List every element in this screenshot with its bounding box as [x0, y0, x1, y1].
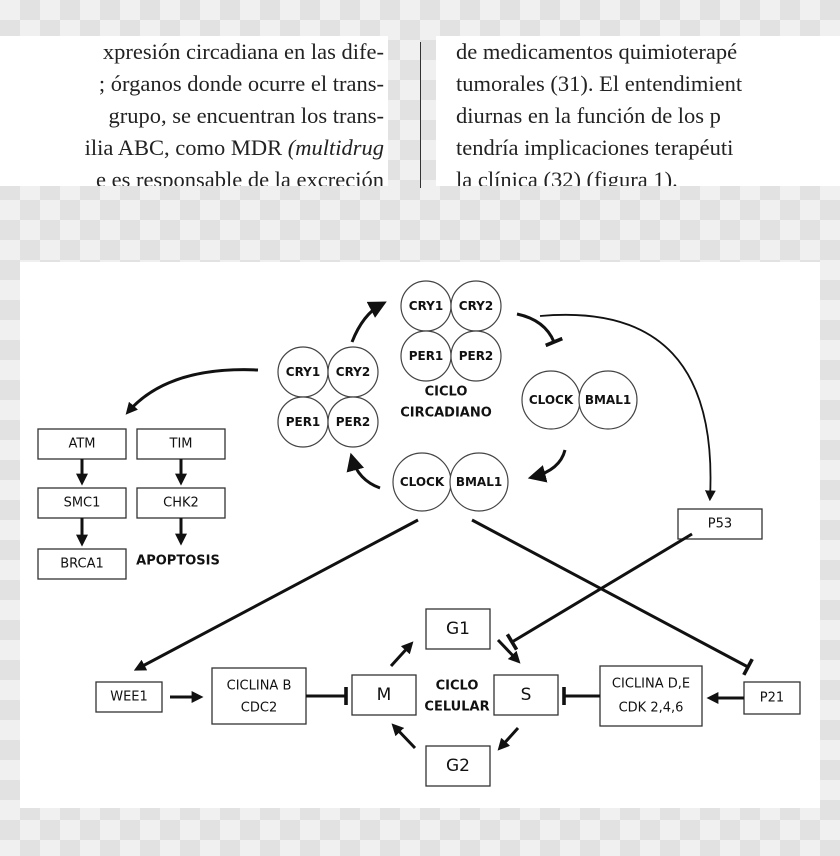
tim-box: TIM: [136, 428, 226, 460]
arrow-g1-to-s: [496, 638, 521, 664]
chk2-box: CHK2: [136, 487, 226, 519]
cry1-label: CRY1: [409, 299, 443, 313]
arrow-m-to-g1: [389, 641, 414, 668]
phase-g1-box: G1: [425, 608, 491, 650]
wee1-box: WEE1: [95, 681, 163, 713]
cycle-arrow-left-to-top: [350, 301, 387, 343]
p53-label: P53: [708, 517, 732, 532]
per2-node: [450, 330, 502, 382]
cycle-arrow-bottom-to-left: [346, 452, 381, 490]
text-line: de medicamentos quimioterapé: [456, 39, 738, 64]
per2-node: [327, 396, 379, 448]
column-divider: [420, 42, 421, 188]
cycle-arrow-right-to-bottom: [527, 449, 567, 483]
italic-term: (multidrug: [287, 135, 384, 160]
smc1-label: SMC1: [64, 496, 101, 511]
per2-label: PER2: [459, 349, 494, 363]
circadian-cycle-title: CIRCADIANO: [400, 406, 492, 421]
text-line: diurnas en la función de los p: [456, 103, 721, 128]
complex-clock-bmal1-bottom: CLOCK BMAL1: [392, 452, 509, 512]
bmal1-label: BMAL1: [585, 393, 631, 407]
wee1-label: WEE1: [110, 690, 148, 705]
ciclina-b-label: CICLINA B: [227, 679, 292, 694]
p21-box: P21: [743, 681, 801, 715]
brca1-box: BRCA1: [37, 548, 127, 580]
cycle-inhibit-top-to-right: [516, 312, 564, 348]
per2-label: PER2: [336, 415, 371, 429]
arrow-to-dna-damage: [125, 368, 259, 415]
atm-box: ATM: [37, 428, 127, 460]
cdc2-label: CDC2: [241, 701, 277, 716]
atm-label: ATM: [68, 437, 95, 452]
text-line: ilia ABC, como MDR (multidrug: [0, 132, 388, 164]
article-column-left: xpresión circadiana en las dife- ; órgan…: [0, 36, 388, 186]
cry1-label: CRY1: [286, 365, 320, 379]
inhibit-to-p21: [471, 518, 754, 676]
clock-label: CLOCK: [400, 475, 445, 489]
text-line: grupo, se encuentran los trans-: [108, 103, 384, 128]
phase-g2-box: G2: [425, 745, 491, 787]
p53-inhibit-line: [505, 532, 693, 651]
clock-label: CLOCK: [529, 393, 574, 407]
phase-s-label: S: [521, 685, 532, 705]
cdk-label: CDK 2,4,6: [619, 701, 684, 716]
cry2-label: CRY2: [336, 365, 370, 379]
cell-cycle-title: CELULAR: [424, 700, 489, 715]
ciclina-de-box: CICLINA D,E CDK 2,4,6: [599, 665, 703, 727]
apoptosis-label: APOPTOSIS: [136, 554, 220, 569]
arrow-to-p53: [539, 314, 716, 502]
article-column-right: de medicamentos quimioterapé tumorales (…: [436, 36, 840, 186]
text-line: la clínica (32) (figura 1).: [456, 167, 678, 186]
cell-cycle-title: CICLO: [436, 679, 479, 694]
circadian-cell-cycle-diagram: CRY1 CRY2 PER1 PER2 CRY1 CRY2 PER1 PER2 …: [37, 280, 801, 787]
text-fragment: ilia ABC, como MDR: [84, 135, 288, 160]
chk2-label: CHK2: [163, 496, 199, 511]
phase-m-label: M: [377, 685, 392, 705]
phase-m-box: M: [351, 674, 417, 716]
brca1-label: BRCA1: [60, 557, 104, 572]
ciclina-b-box: CICLINA B CDC2: [211, 667, 307, 725]
bmal1-node: [578, 370, 638, 430]
circadian-cycle-title: CICLO: [425, 385, 468, 400]
figure-panel: CRY1 CRY2 PER1 PER2 CRY1 CRY2 PER1 PER2 …: [20, 262, 820, 808]
text-line: tumorales (31). El entendimient: [456, 71, 743, 96]
text-line: ; órganos donde ocurre el trans-: [98, 71, 384, 96]
bmal1-label: BMAL1: [456, 475, 502, 489]
arrow-g2-to-m: [391, 723, 417, 750]
arrow-to-wee1: [133, 518, 419, 671]
smc1-box: SMC1: [37, 487, 127, 519]
text-line: tendría implicaciones terapéuti: [456, 135, 734, 160]
text-line: e es responsable de la excreción: [96, 167, 384, 186]
text-line: xpresión circadiana en las dife-: [102, 39, 384, 64]
p21-label: P21: [760, 691, 784, 706]
complex-clock-bmal1-right: CLOCK BMAL1: [521, 370, 638, 430]
per1-label: PER1: [409, 349, 444, 363]
bmal1-node: [449, 452, 509, 512]
complex-cry-per-left: CRY1 CRY2 PER1 PER2: [277, 346, 379, 448]
per1-label: PER1: [286, 415, 321, 429]
complex-cry-per-top: CRY1 CRY2 PER1 PER2: [400, 280, 502, 382]
ciclina-de-label: CICLINA D,E: [612, 677, 690, 692]
cry2-label: CRY2: [459, 299, 493, 313]
phase-s-box: S: [493, 674, 559, 716]
arrow-s-to-g2: [497, 726, 520, 751]
phase-g2-label: G2: [446, 756, 470, 776]
phase-g1-label: G1: [446, 619, 470, 639]
tim-label: TIM: [169, 437, 193, 452]
